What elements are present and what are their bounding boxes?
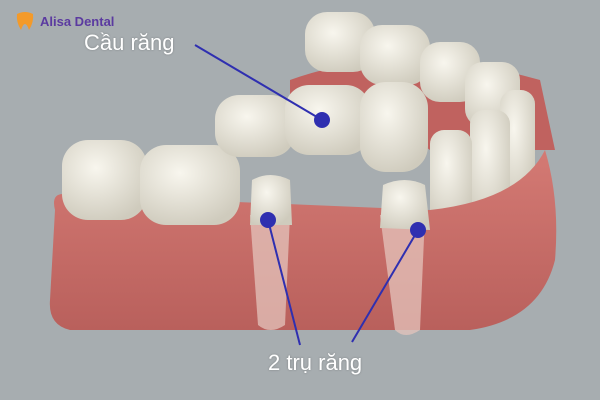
bridge bbox=[215, 82, 428, 172]
lower-gum bbox=[49, 150, 557, 330]
abutments-label: 2 trụ răng bbox=[268, 350, 363, 375]
abutments bbox=[250, 175, 430, 230]
abutment-pointer-dot-2 bbox=[410, 222, 426, 238]
bridge-label: Cầu răng bbox=[84, 30, 175, 55]
brand-name: Alisa Dental bbox=[40, 13, 115, 29]
molars bbox=[62, 140, 240, 225]
tooth-icon bbox=[16, 12, 34, 30]
logo: Alisa Dental bbox=[14, 10, 114, 32]
bridge-pointer-dot bbox=[314, 112, 330, 128]
pointer-lines bbox=[194, 44, 426, 346]
abutment-roots bbox=[250, 215, 425, 335]
abutment-pointer-dot-1 bbox=[260, 212, 276, 228]
